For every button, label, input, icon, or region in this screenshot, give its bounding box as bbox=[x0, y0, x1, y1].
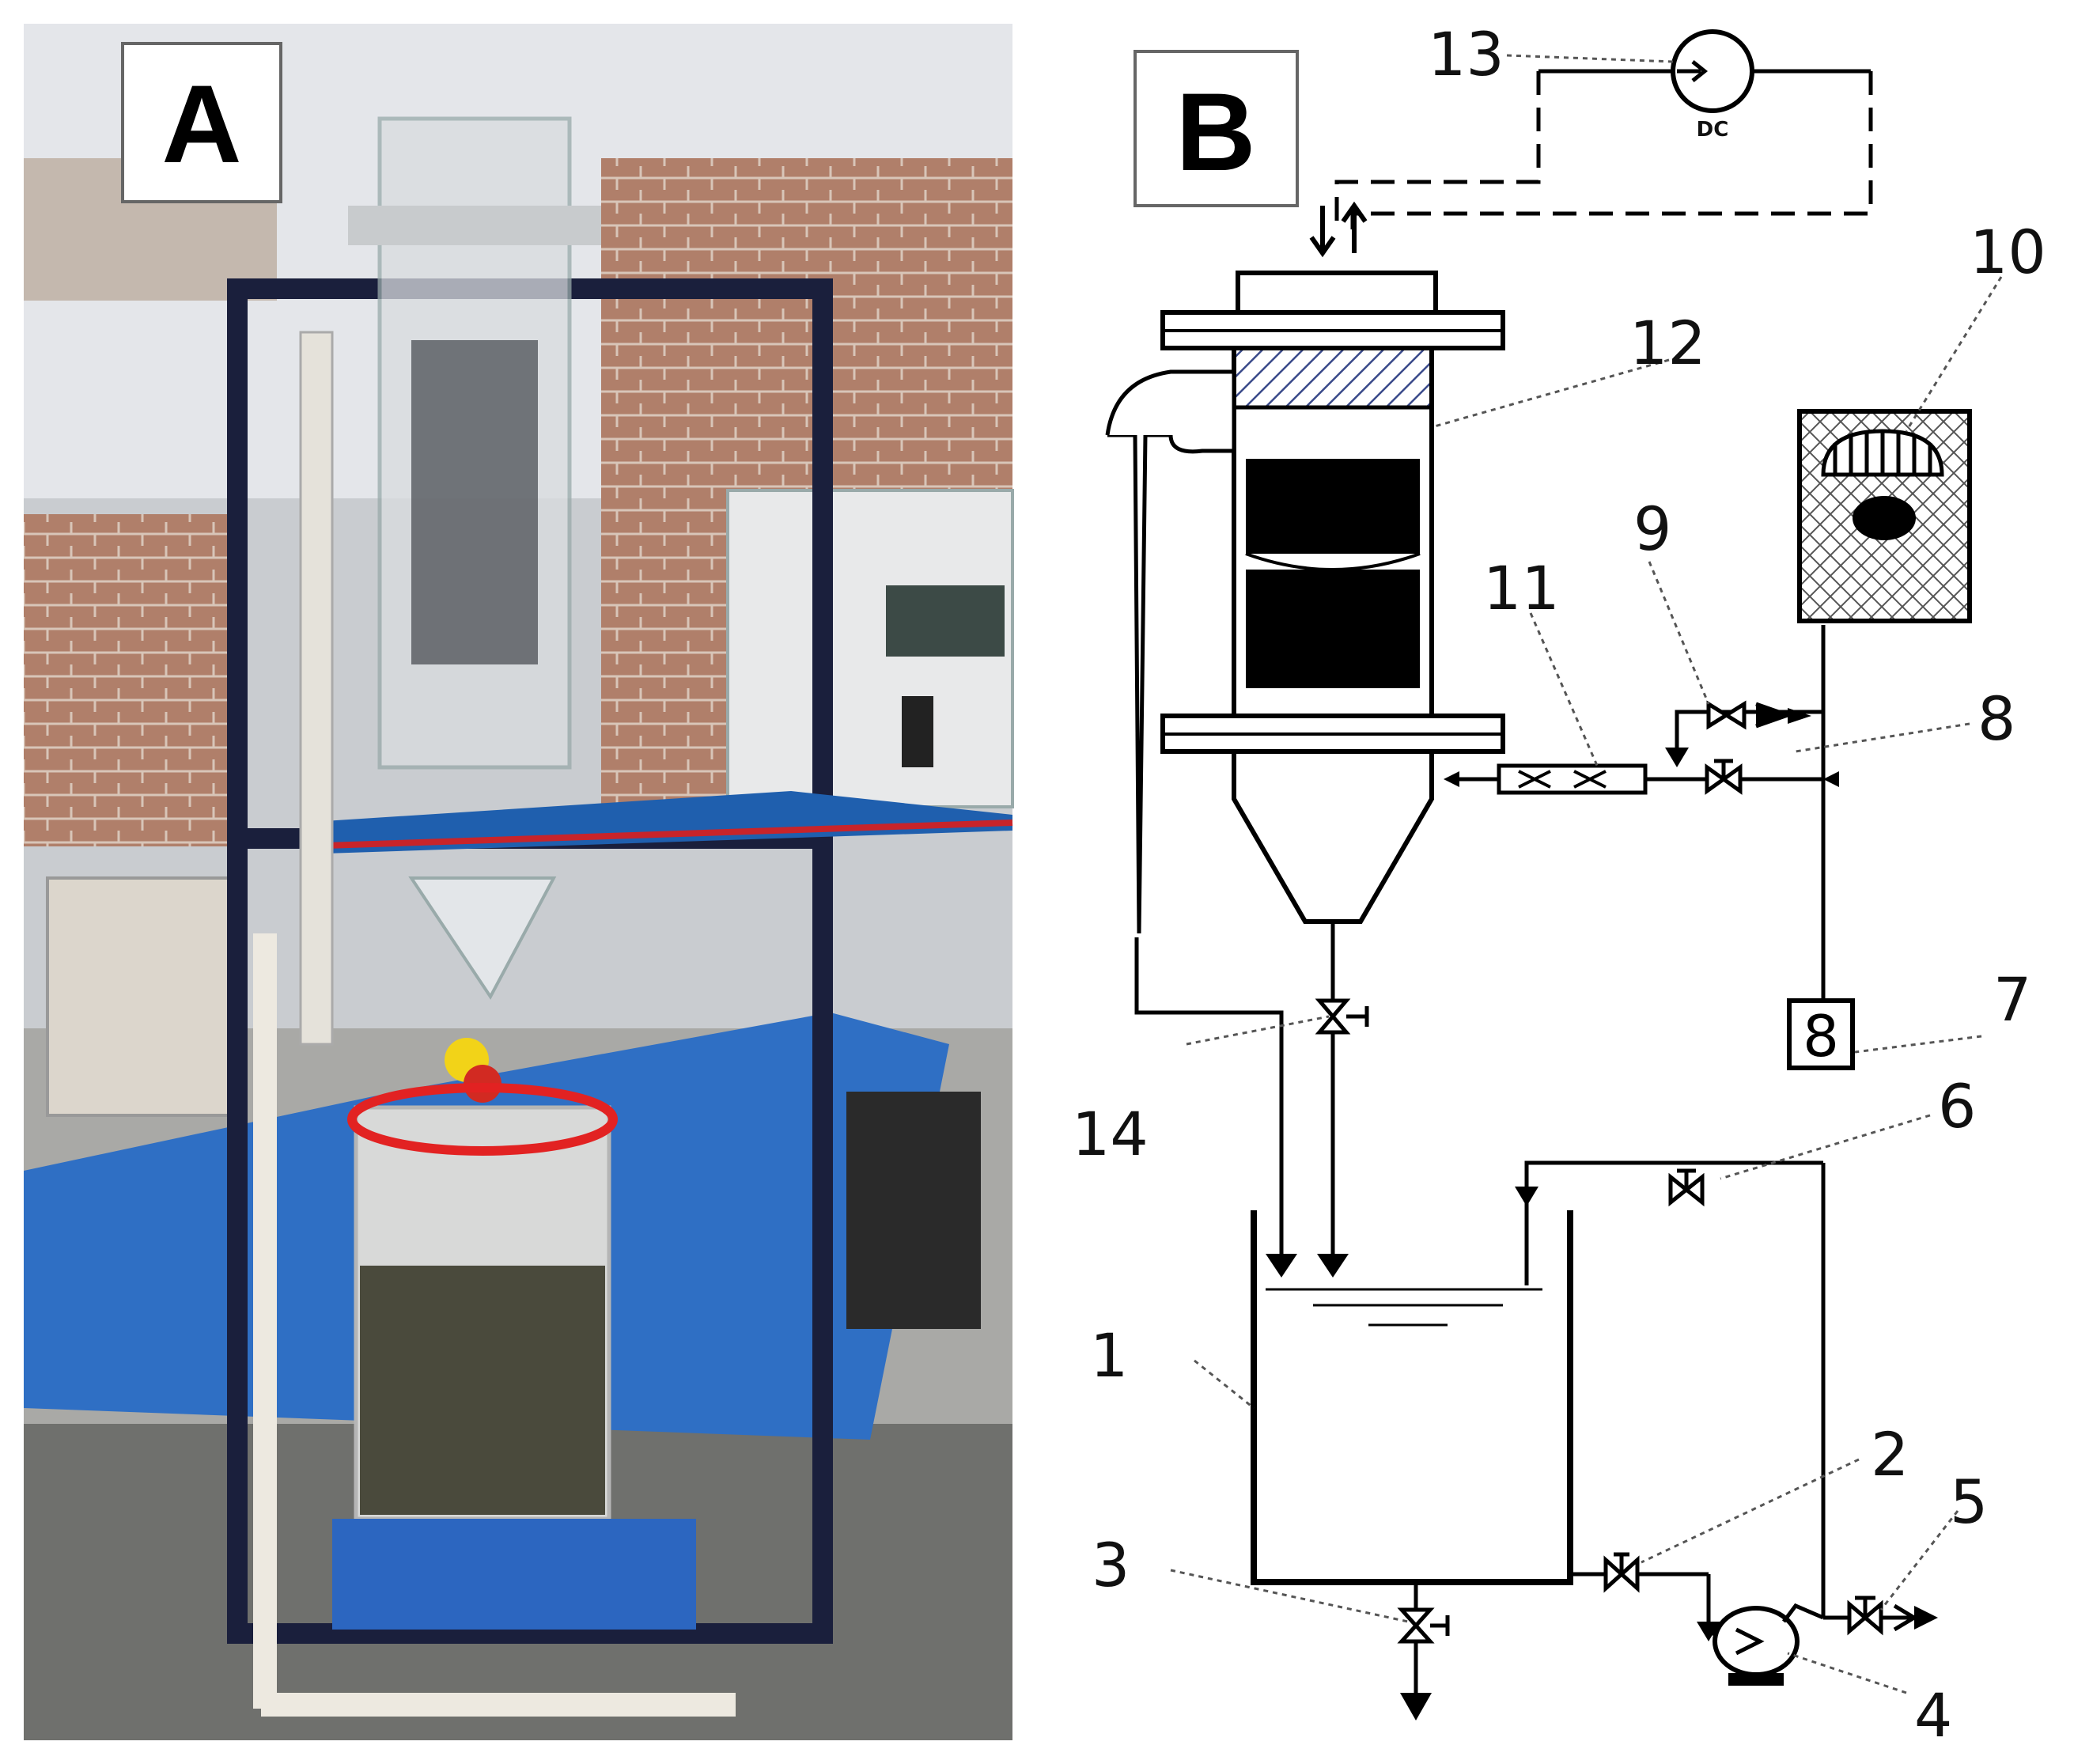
callout-12: 12 bbox=[1629, 308, 1706, 378]
reactor bbox=[1160, 271, 1505, 924]
panel-b: B DC bbox=[1072, 19, 2046, 1751]
photo-reactor-cone bbox=[408, 876, 557, 1000]
reactor-electrode-top bbox=[1246, 459, 1420, 554]
photo-left-pipe bbox=[253, 933, 277, 1709]
reactor-hatched-lid bbox=[1232, 346, 1434, 410]
callout-2: 2 bbox=[1871, 1419, 1909, 1490]
photo-reactor-electrodes bbox=[411, 340, 538, 664]
callout-14: 14 bbox=[1072, 1099, 1149, 1169]
controller-box bbox=[1797, 409, 1972, 623]
callout-11: 11 bbox=[1483, 553, 1560, 623]
power-supply-icon bbox=[1671, 29, 1754, 113]
photo-tank-liquid bbox=[360, 1266, 605, 1515]
recycle-valve bbox=[1515, 1160, 1823, 1285]
inlet-valves bbox=[1444, 700, 1839, 795]
photo-pump bbox=[846, 1092, 981, 1329]
tank bbox=[1251, 1210, 1573, 1585]
reactor-cone bbox=[1232, 751, 1434, 924]
photo-brick-wall-left bbox=[24, 514, 229, 846]
reactor-top-cap bbox=[1236, 271, 1438, 315]
overflow-pipe bbox=[1105, 369, 1369, 1278]
photo-left-bucket bbox=[46, 876, 231, 1117]
callout-6: 6 bbox=[1938, 1071, 1976, 1141]
reactor-inlet-unit bbox=[1497, 763, 1648, 795]
callout-1: 1 bbox=[1090, 1320, 1128, 1391]
flow-meter-glyph: 8 bbox=[1803, 1003, 1839, 1069]
panel-b-label-box bbox=[1134, 50, 1299, 207]
valve-icon bbox=[1315, 998, 1369, 1035]
photo-blue-base bbox=[332, 1519, 696, 1630]
callout-9: 9 bbox=[1633, 494, 1671, 564]
photo-side-tube bbox=[299, 331, 334, 1046]
callout-numbers: 1 2 3 4 5 6 7 8 9 10 11 12 13 14 bbox=[1072, 19, 2046, 1751]
photo-bottom-pipe bbox=[261, 1693, 736, 1717]
reactor-electrode-bottom bbox=[1246, 570, 1420, 688]
callout-8: 8 bbox=[1977, 683, 2015, 754]
callout-10: 10 bbox=[1970, 217, 2046, 287]
callout-7: 7 bbox=[1993, 964, 2031, 1035]
panel-b-label: B bbox=[1175, 70, 1255, 194]
callout-13: 13 bbox=[1428, 19, 1504, 89]
pump-icon bbox=[1713, 1603, 1824, 1686]
panel-a-label-box bbox=[121, 42, 282, 203]
drain-valve bbox=[1397, 1582, 1450, 1720]
callout-5: 5 bbox=[1950, 1467, 1988, 1537]
photo-tank-red-ring bbox=[347, 1083, 618, 1156]
panel-a-label: A bbox=[161, 62, 241, 186]
callout-4: 4 bbox=[1914, 1680, 1952, 1751]
dc-power-supply: DC bbox=[1309, 29, 1873, 258]
callout-3: 3 bbox=[1092, 1530, 1130, 1600]
photo-controller-display bbox=[886, 585, 1005, 657]
panel-a: A bbox=[24, 24, 1014, 1740]
photo-reactor-top bbox=[348, 206, 601, 245]
photo-shelf-edge bbox=[300, 820, 1013, 850]
outlet-valve bbox=[1843, 1596, 1938, 1636]
callout-leaders bbox=[1170, 54, 2003, 1694]
flow-meter-icon: 8 bbox=[1787, 998, 1855, 1070]
dc-label: DC bbox=[1697, 118, 1729, 142]
photo-controller-knob bbox=[902, 696, 933, 767]
